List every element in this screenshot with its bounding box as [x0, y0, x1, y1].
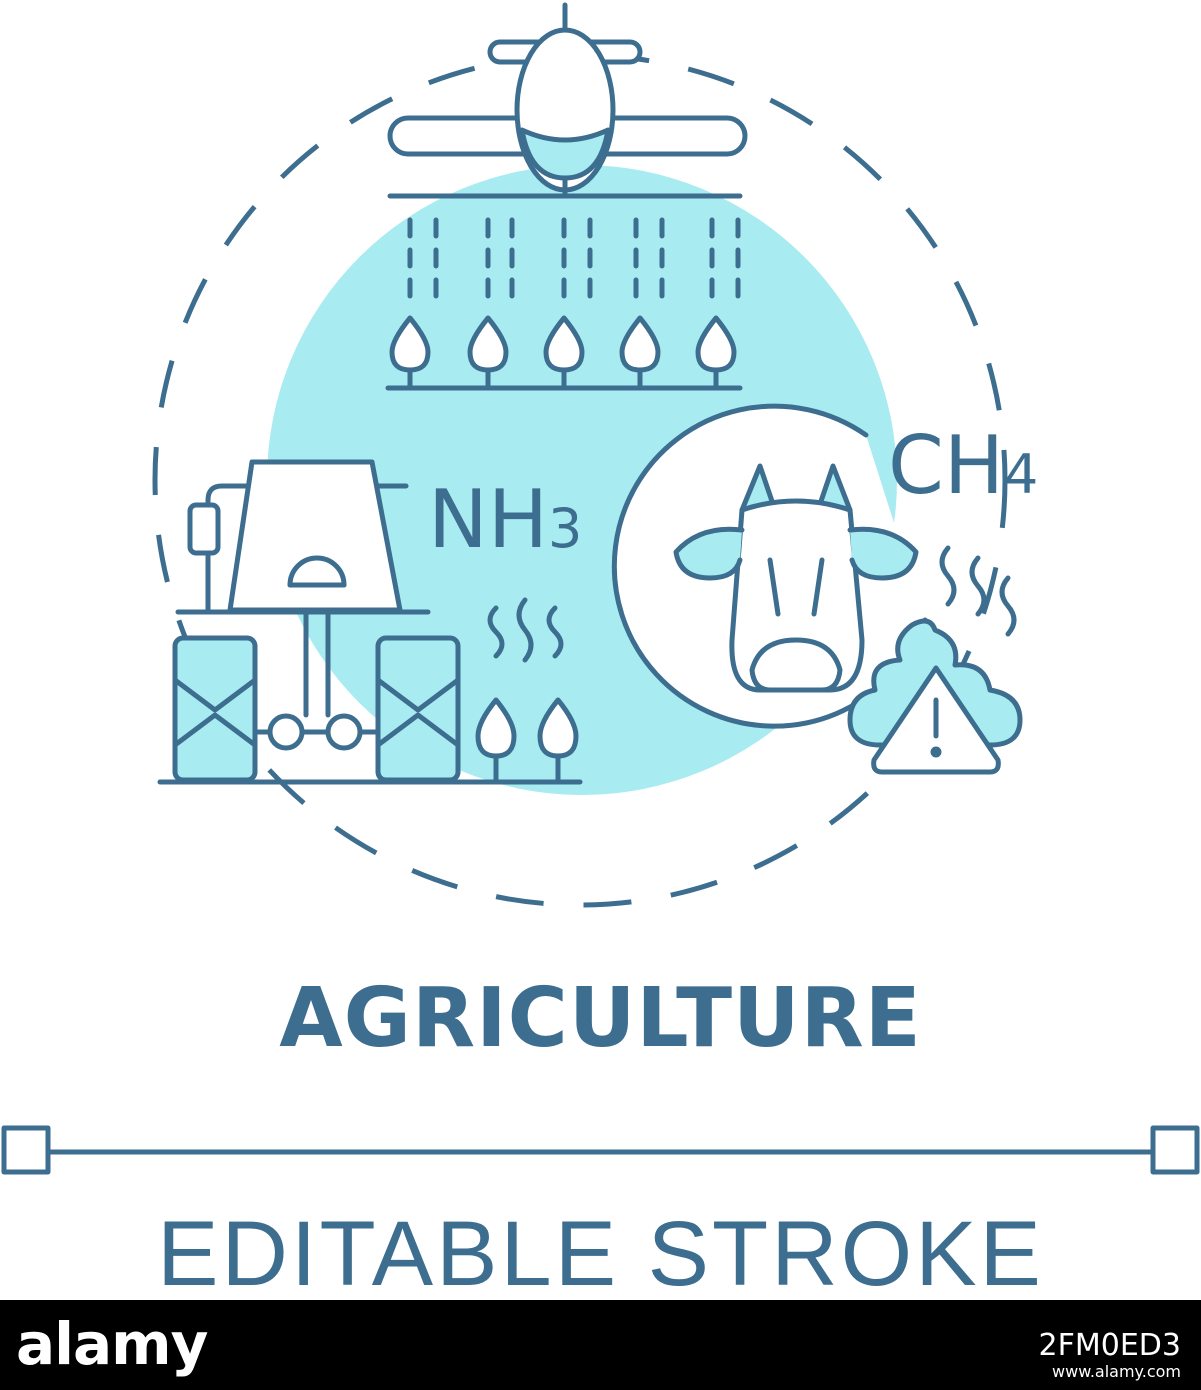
methane-fumes — [939, 545, 1017, 637]
crop-row-bottom — [475, 697, 579, 783]
ammonia-fumes — [487, 597, 564, 663]
ammonia-subscript: 3 — [548, 497, 583, 560]
spray-lines — [407, 217, 741, 303]
page-subtitle: EDITABLE STROKE — [157, 1203, 1044, 1305]
crop-row-top — [385, 315, 743, 391]
cow-icon — [611, 403, 928, 729]
editable-stroke-line — [1, 1125, 1200, 1175]
watermark-url: www.alamy.com — [1052, 1362, 1181, 1381]
watermark-image-id: 2FM0ED3 — [1038, 1328, 1181, 1363]
ammonia-main: NH — [428, 473, 548, 566]
methane-label: CH4 — [888, 426, 1038, 506]
airplane-icon — [387, 2, 748, 199]
page-title: AGRICULTURE — [279, 971, 922, 1066]
tractor-icon — [157, 459, 583, 785]
watermark-bar: alamy 2FM0ED3 www.alamy.com — [0, 1300, 1201, 1390]
agriculture-icon-illustration — [1, 2, 1200, 1175]
ammonia-label: NH3 — [428, 480, 582, 560]
dashed-ring — [152, 52, 1008, 908]
methane-main: CH — [888, 419, 1005, 512]
warning-icon — [871, 665, 1001, 775]
methane-subscript: 4 — [1004, 443, 1039, 506]
watermark-brand: alamy — [16, 1310, 208, 1378]
